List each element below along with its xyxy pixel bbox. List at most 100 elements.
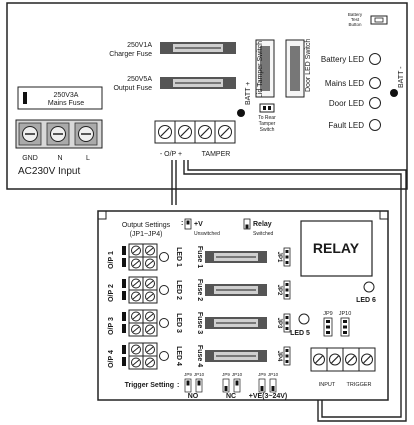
led-2-label: LED 2 xyxy=(175,280,182,300)
rear-tamper-header xyxy=(259,103,275,113)
battery-led-label: Battery LED xyxy=(321,55,364,64)
batt-minus-label: BATT - xyxy=(398,66,405,88)
charger-fuse xyxy=(160,42,236,54)
charger-fuse-rating: 250V1A xyxy=(127,42,152,49)
fault-led xyxy=(369,119,381,131)
jp9-jumper xyxy=(323,317,333,337)
led-6 xyxy=(363,281,375,293)
op-1-label: O/P 1 xyxy=(108,251,115,269)
led-5 xyxy=(298,313,310,325)
led-3-label: LED 3 xyxy=(175,313,182,333)
input-label: INPUT xyxy=(319,382,336,388)
legend-relay-label: Relay xyxy=(253,221,272,228)
jp2-label: JP2 xyxy=(276,285,282,296)
batt-plus-connector xyxy=(237,109,245,117)
relay-module: RELAY xyxy=(300,220,373,277)
legend-relay-jumper xyxy=(243,218,251,230)
jp10-label: JP10 xyxy=(339,311,352,317)
output-settings-subtitle: (JP1~JP4) xyxy=(130,231,163,238)
op-2-label: O/P 2 xyxy=(108,284,115,302)
legend-v-jumper xyxy=(184,218,192,230)
op-tamper-terminal-block xyxy=(154,120,236,144)
legend-v-label: +V xyxy=(194,221,203,228)
ac-input-terminal-block xyxy=(15,119,103,149)
battery-test-label-2: Test xyxy=(351,17,360,22)
door-led-switch-label: Door LED Switch xyxy=(305,39,312,92)
trigger-nc-label: NC xyxy=(226,393,236,400)
rear-tamper-label-1: To Rear xyxy=(258,115,276,121)
colon: : xyxy=(181,220,183,227)
jp10-jumper xyxy=(340,317,350,337)
op-4-label: O/P 4 xyxy=(108,350,115,368)
jp9-label: JP9 xyxy=(323,311,332,317)
ac-input-label: AC230V Input xyxy=(18,166,80,177)
trigger-settings-label: Trigger Setting xyxy=(125,382,174,389)
trigger-ve-jp9: JP9 xyxy=(258,372,266,377)
fuse-3-label: Fuse 3 xyxy=(196,312,203,334)
rear-tamper-label-3: Switch xyxy=(260,127,275,133)
fuse-2-label: Fuse 2 xyxy=(196,279,203,301)
output-settings-title: Output Settings xyxy=(122,222,171,229)
rear-tamper-label-2: Tamper xyxy=(259,121,276,127)
mains-fuse-rating: 250V3A xyxy=(54,92,79,99)
legend-v-sublabel: Unswitched xyxy=(194,231,220,237)
terminal-n-label: N xyxy=(57,155,62,162)
jp1-label: JP1 xyxy=(276,252,282,263)
trigger-no-jumpers xyxy=(184,378,203,393)
fuse-4-label: Fuse 4 xyxy=(196,345,203,367)
trigger-ve-label: +VE(3~24V) xyxy=(249,393,288,400)
led-1-label: LED 1 xyxy=(175,247,182,267)
output-fuse-rating: 250V5A xyxy=(127,76,152,83)
output-channel-3: O/P 3 LED 3 Fuse 3 JP3 xyxy=(108,309,291,337)
lid-tamper-switch xyxy=(255,39,275,98)
jp4-label: JP4 xyxy=(276,351,282,362)
battery-led xyxy=(369,53,381,65)
mains-led-label: Mains LED xyxy=(325,79,364,88)
mains-fuse: 250V3A Mains Fuse xyxy=(17,86,103,110)
output-fuse-label: Output Fuse xyxy=(113,85,152,92)
trigger-nc-jp10: JP10 xyxy=(232,372,243,377)
jp3-label: JP3 xyxy=(276,318,282,329)
led-6-label: LED 6 xyxy=(356,297,376,304)
mains-fuse-label: Mains Fuse xyxy=(48,100,84,107)
led-5-label: LED 5 xyxy=(290,330,310,337)
trigger-nc-jp9: JP9 xyxy=(222,372,230,377)
trigger-nc-jumpers xyxy=(222,378,241,393)
trigger-ve-jp10: JP10 xyxy=(268,372,279,377)
trigger-ve-jumpers xyxy=(258,378,277,393)
lid-tamper-switch-label: Lid Tamper Switch xyxy=(257,41,264,98)
output-channel-4: O/P 4 LED 4 Fuse 4 JP4 xyxy=(108,342,291,370)
input-trigger-terminal-block xyxy=(310,347,376,372)
battery-test-label-3: Button xyxy=(348,22,362,27)
door-led xyxy=(369,97,381,109)
terminal-l-label: L xyxy=(86,155,90,162)
fault-led-label: Fault LED xyxy=(328,121,364,130)
battery-test-label-1: Battery xyxy=(348,12,363,17)
wires xyxy=(171,160,407,422)
trigger-no-jp9: JP9 xyxy=(184,372,192,377)
fuse-1-label: Fuse 1 xyxy=(196,246,203,268)
trigger-no-jp10: JP10 xyxy=(194,372,205,377)
relay-label: RELAY xyxy=(313,240,360,256)
output-fuse xyxy=(160,77,236,89)
door-led-label: Door LED xyxy=(329,99,364,108)
trigger-no-label: NO xyxy=(188,393,199,400)
charger-fuse-label: Charger Fuse xyxy=(109,51,152,58)
trigger-colon: : xyxy=(177,382,179,389)
tamper-terminal-label: TAMPER xyxy=(202,151,231,158)
trigger-label: TRIGGER xyxy=(346,382,371,388)
op-terminal-label: - O/P + xyxy=(160,151,182,158)
terminal-gnd-label: GND xyxy=(22,155,38,162)
batt-minus-connector xyxy=(390,89,398,97)
battery-test-button xyxy=(370,15,388,25)
output-channel-2: O/P 2 LED 2 Fuse 2 JP2 xyxy=(108,276,291,304)
relay-board: Output Settings (JP1~JP4) : +V Unswitche… xyxy=(97,210,389,401)
door-led-switch xyxy=(285,39,305,98)
main-panel: 250V1A Charger Fuse 250V5A Output Fuse B… xyxy=(6,2,408,190)
legend-relay-sublabel: Switched xyxy=(253,231,274,237)
op-3-label: O/P 3 xyxy=(108,317,115,335)
led-4-label: LED 4 xyxy=(175,346,182,366)
batt-plus-label: BATT + xyxy=(245,82,252,105)
mains-led xyxy=(369,77,381,89)
